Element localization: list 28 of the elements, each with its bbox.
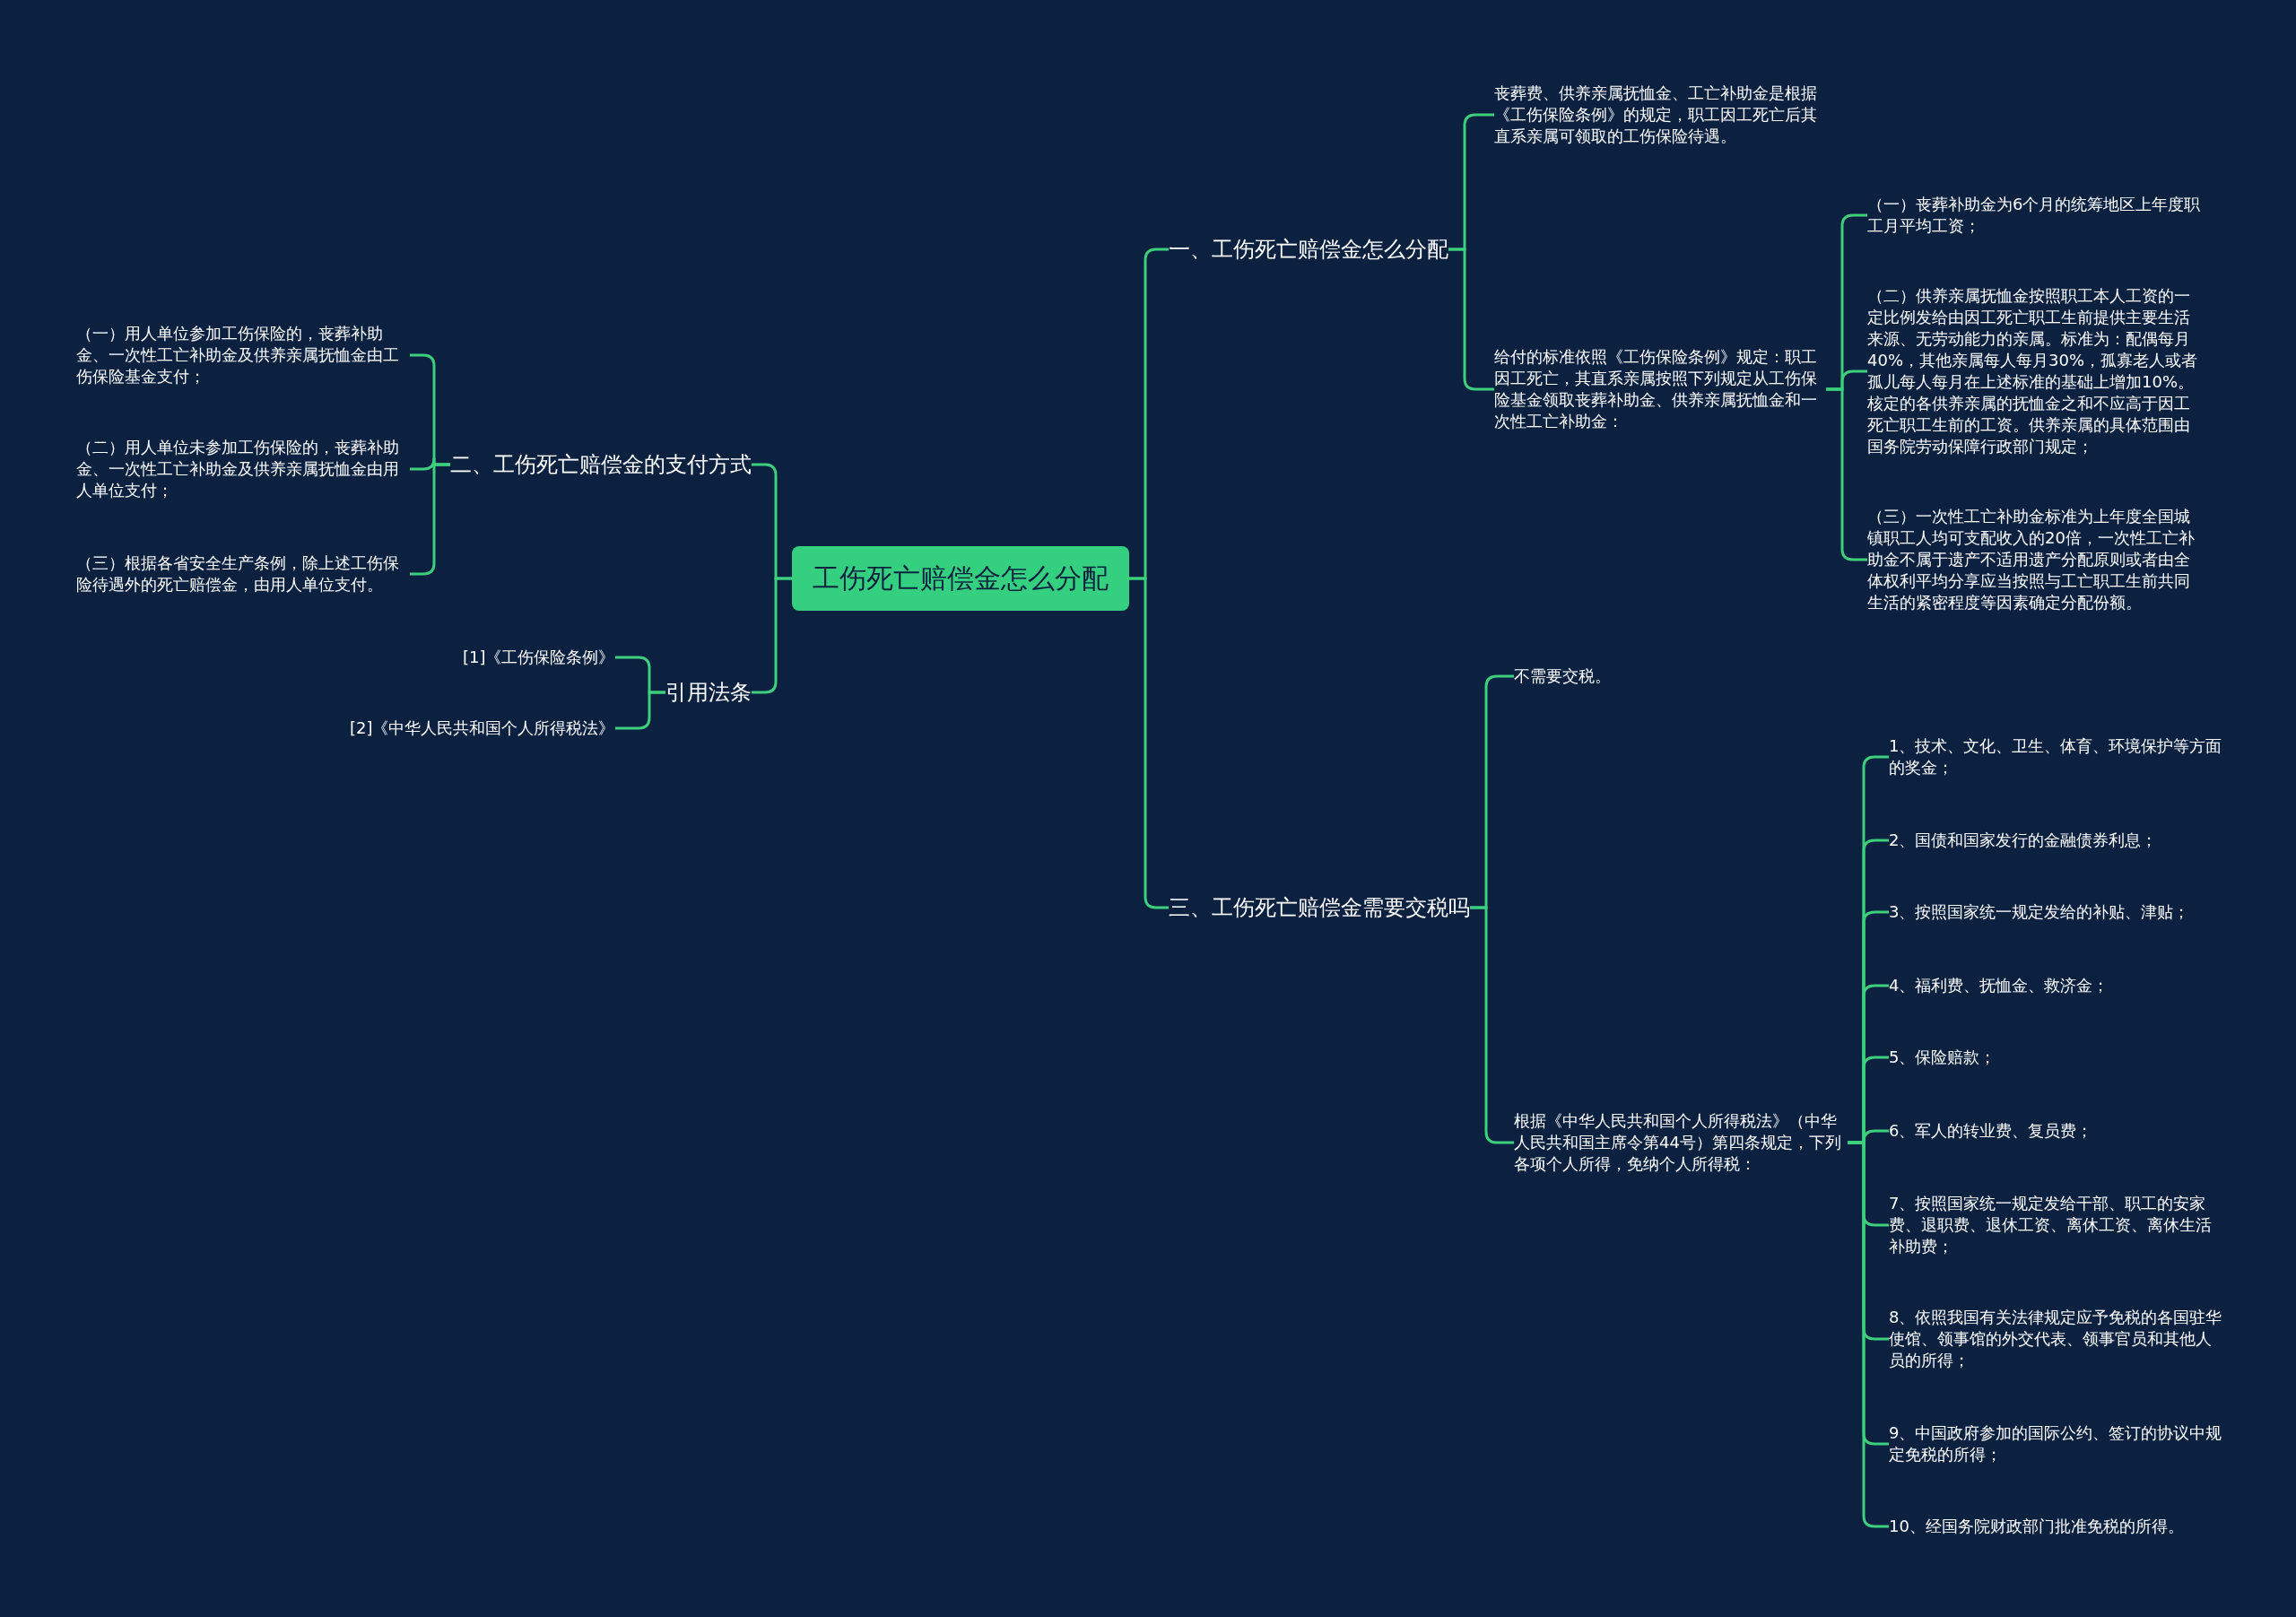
leaf-topic: （三）根据各省安全生产条例，除上述工伤保险待遇外的死亡赔偿金，由用人单位支付。 (76, 552, 410, 596)
leaf-topic: [2]《中华人民共和国个人所得税法》 (350, 717, 615, 739)
leaf-topic: 3、按照国家统一规定发给的补贴、津贴； (1889, 901, 2190, 923)
leaf-topic: 不需要交税。 (1514, 665, 1611, 687)
branch-topic: 二、工伤死亡赔偿金的支付方式 (450, 450, 752, 479)
leaf-topic: 7、按照国家统一规定发给干部、职工的安家费、退职费、退休工资、离休工资、离休生活补助费； (1889, 1193, 2222, 1257)
leaf-topic: 给付的标准依照《工伤保险条例》规定：职工因工死亡，其直系亲属按照下列规定从工伤保险基金领取丧葬补助金、供养亲属抚恤金和一次性工亡补助金： (1494, 346, 1826, 432)
central-topic-box: 工伤死亡赔偿金怎么分配 (792, 546, 1129, 611)
leaf-topic: 5、保险赔款； (1889, 1047, 1996, 1068)
branch-topic: 一、工伤死亡赔偿金怎么分配 (1169, 235, 1448, 264)
leaf-topic: （二）供养亲属抚恤金按照职工本人工资的一定比例发给由因工死亡职工生前提供主要生活来源、无劳动能力的亲属。标准为：配偶每月40%，其他亲属每人每月30%，孤寡老人或者孤儿每人每月在上述标准的基础上增加10%。核定的各供养亲属的抚恤金之和不应高于因工死亡职工生前的工资。供养亲属的具体范围由国务院劳动保障行政部门规定； (1867, 285, 2201, 457)
leaf-topic: （三）一次性工亡补助金标准为上年度全国城镇职工人均可支配收入的20倍，一次性工亡补助金不属于遗产不适用遗产分配原则或者由全体权利平均分享应当按照与工亡职工生前共同生活的紧密程度等因素确定分配份额。 (1867, 506, 2201, 613)
leaf-topic: 10、经国务院财政部门批准免税的所得。 (1889, 1516, 2184, 1537)
connector-line (615, 691, 665, 730)
leaf-topic: 根据《中华人民共和国个人所得税法》（中华人民共和国主席令第44号）第四条规定，下列各项个人所得，免纳个人所得税： (1514, 1110, 1848, 1175)
leaf-topic: 6、军人的转业费、复员费； (1889, 1120, 2093, 1142)
leaf-topic: 1、技术、文化、卫生、体育、环境保护等方面的奖金； (1889, 735, 2222, 778)
leaf-topic: （二）用人单位未参加工伤保险的，丧葬补助金、一次性工亡补助金及供养亲属抚恤金由用人单位支付； (76, 437, 410, 501)
leaf-topic: （一）用人单位参加工伤保险的，丧葬补助金、一次性工亡补助金及供养亲属抚恤金由工伤保险基金支付； (76, 323, 410, 387)
leaf-topic: 4、福利费、抚恤金、救济金； (1889, 975, 2109, 996)
leaf-topic: 9、中国政府参加的国际公约、签订的协议中规定免税的所得； (1889, 1422, 2222, 1465)
leaf-topic: 2、国债和国家发行的金融债券利息； (1889, 830, 2158, 851)
leaf-topic: 丧葬费、供养亲属抚恤金、工亡补助金是根据《工伤保险条例》的规定，职工因工死亡后其直系亲属可领取的工伤保险待遇。 (1494, 83, 1826, 147)
leaf-topic: （一）丧葬补助金为6个月的统筹地区上年度职工月平均工资； (1867, 194, 2201, 237)
branch-topic: 三、工伤死亡赔偿金需要交税吗 (1169, 893, 1470, 922)
branch-topic: 引用法条 (665, 678, 752, 707)
leaf-topic: 8、依照我国有关法律规定应予免税的各国驻华使馆、领事馆的外交代表、领事官员和其他人员的所得； (1889, 1307, 2222, 1371)
leaf-topic: [1]《工伤保险条例》 (463, 647, 615, 668)
